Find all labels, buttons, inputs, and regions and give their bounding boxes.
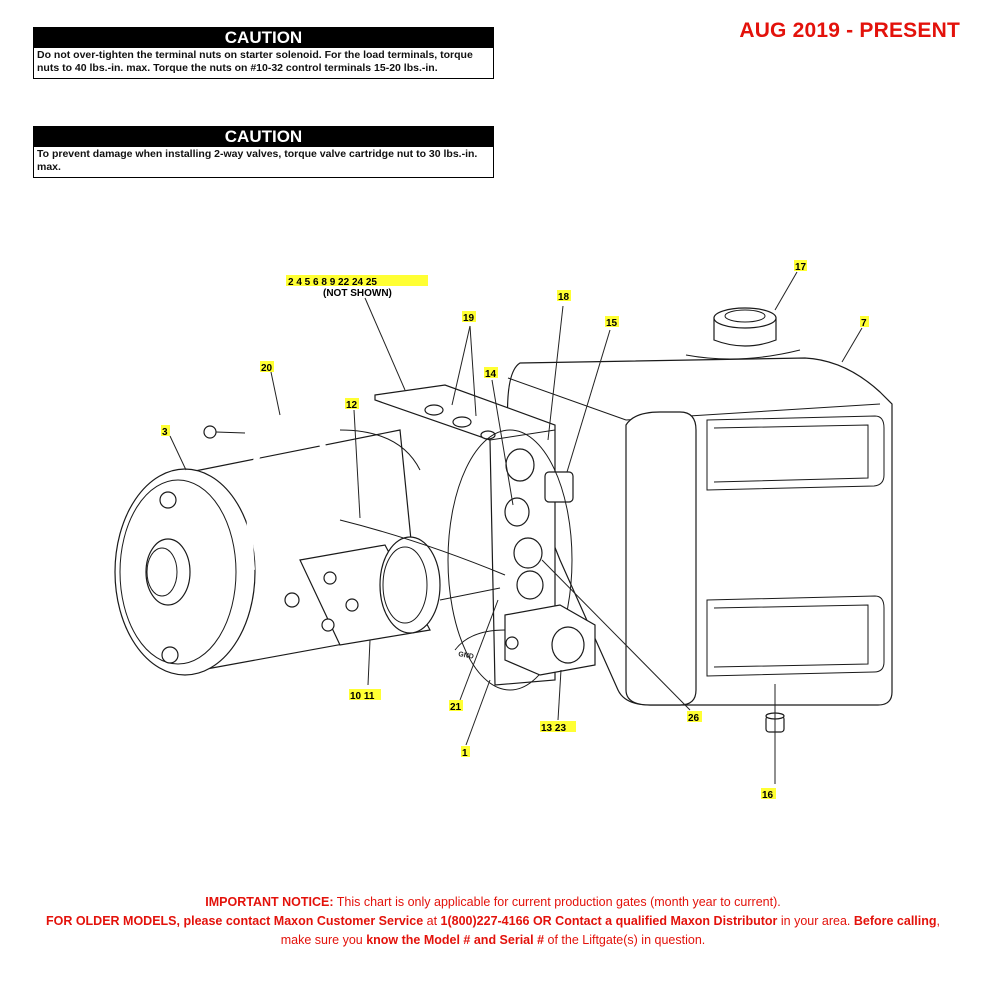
callout-17: 17 xyxy=(795,262,807,273)
caution-box-valves: CAUTION To prevent damage when installin… xyxy=(33,126,494,178)
callout-20: 20 xyxy=(261,363,273,374)
callout-not-shown-label: (NOT SHOWN) xyxy=(323,288,392,299)
callout-15: 15 xyxy=(606,318,618,329)
notice-older-models: FOR OLDER MODELS, please contact Maxon C… xyxy=(45,914,424,928)
starter-solenoid xyxy=(284,536,441,646)
callout-12: 12 xyxy=(346,400,358,411)
callout-13-23: 13 23 xyxy=(541,723,566,734)
callout-14: 14 xyxy=(485,369,497,380)
gnd-label: GND xyxy=(458,651,475,661)
reservoir-tank xyxy=(506,349,893,706)
notice-phone: 1(800)227-4166 OR Contact a qualified Ma… xyxy=(440,914,778,928)
caution-title: CAUTION xyxy=(34,127,493,147)
callout-not-shown: 2 4 5 6 8 9 22 24 25 xyxy=(288,277,377,288)
notice-area: in your area. xyxy=(777,914,854,928)
callout-21: 21 xyxy=(450,702,462,713)
caution-text: Do not over-tighten the terminal nuts on… xyxy=(37,49,473,74)
pump-manifold xyxy=(374,384,574,691)
callout-labels: 2 4 5 6 8 9 22 24 25 (NOT SHOWN) 17 18 1… xyxy=(161,260,869,801)
filler-cap xyxy=(713,307,777,347)
notice-tail: of the Liftgate(s) in question. xyxy=(544,933,706,947)
notice-before-calling: Before calling xyxy=(853,914,937,928)
date-range-label: AUG 2019 - PRESENT xyxy=(739,19,960,42)
notice-make-sure: , make sure you xyxy=(280,914,941,947)
callout-18: 18 xyxy=(558,292,570,303)
callout-3: 3 xyxy=(162,427,168,438)
important-notice: IMPORTANT NOTICE: This chart is only app… xyxy=(40,893,946,950)
callout-7: 7 xyxy=(861,318,867,329)
callout-26: 26 xyxy=(688,713,700,724)
battery-cable xyxy=(203,416,334,571)
notice-know: know the Model # and Serial # xyxy=(366,933,545,947)
callout-16: 16 xyxy=(762,790,774,801)
caution-title: CAUTION xyxy=(34,28,493,48)
solenoid-valve xyxy=(504,604,596,676)
callout-1: 1 xyxy=(462,748,468,759)
notice-lead: IMPORTANT NOTICE: xyxy=(205,895,334,909)
control-wires xyxy=(339,429,506,651)
callout-19: 19 xyxy=(463,313,475,324)
notice-line-2: FOR OLDER MODELS, please contact Maxon C… xyxy=(40,912,946,950)
callout-10-11: 10 11 xyxy=(350,691,375,702)
caution-text: To prevent damage when installing 2-way … xyxy=(37,148,478,173)
notice-line-1-text: This chart is only applicable for curren… xyxy=(333,895,781,909)
notice-at: at xyxy=(423,914,441,928)
leader-lines xyxy=(169,271,863,784)
caution-box-solenoid: CAUTION Do not over-tighten the terminal… xyxy=(33,27,494,79)
notice-line-1: IMPORTANT NOTICE: This chart is only app… xyxy=(40,893,946,912)
